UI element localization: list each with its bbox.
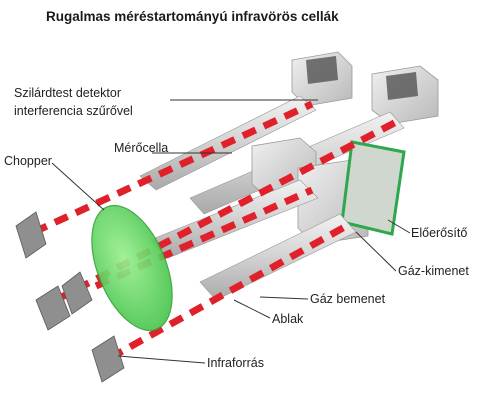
detector-label: Szilárdtest detektor interferencia szűrő… <box>14 84 133 120</box>
infrared-source-label: Infraforrás <box>207 354 264 372</box>
measuring-cell-label: Mérőcella <box>114 139 168 157</box>
detector-housing-back <box>292 52 438 124</box>
detector-label-line1: Szilárdtest detektor <box>14 84 133 102</box>
preamplifier-label: Előerősítő <box>411 224 467 242</box>
gas-inlet-label: Gáz bemenet <box>310 290 385 308</box>
gas-outlet-label: Gáz-kimenet <box>398 262 469 280</box>
preamplifier-board <box>342 142 404 234</box>
chopper-label: Chopper <box>4 152 52 170</box>
detector-label-line2: interferencia szűrővel <box>14 102 133 120</box>
window-label: Ablak <box>272 310 303 328</box>
